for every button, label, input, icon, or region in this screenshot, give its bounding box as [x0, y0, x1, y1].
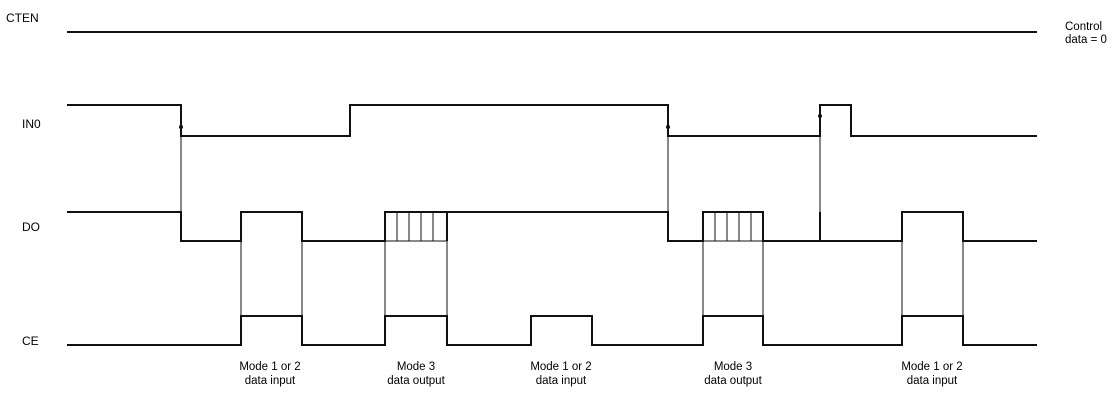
svg-text:data output: data output — [387, 375, 445, 387]
do-output-bits-2 — [702, 212, 763, 242]
mode-caption-5: Mode 1 or 2 data input — [901, 361, 962, 387]
signal-label-cten: CTEN — [6, 11, 39, 25]
edge-markers — [179, 114, 822, 129]
signal-label-ce: CE — [22, 334, 39, 348]
svg-text:data input: data input — [245, 375, 296, 387]
ce-waveform — [67, 315, 1037, 346]
in0-waveform — [67, 104, 1037, 137]
svg-text:Mode 1 or 2: Mode 1 or 2 — [530, 361, 591, 373]
svg-text:Mode 3: Mode 3 — [714, 361, 752, 373]
control-note-line2: data = 0 — [1065, 34, 1107, 46]
do-output-bits-1 — [384, 212, 447, 242]
svg-text:data input: data input — [907, 375, 958, 387]
svg-text:Mode 1 or 2: Mode 1 or 2 — [901, 361, 962, 373]
do-waveform — [67, 211, 1037, 242]
svg-text:Mode 1 or 2: Mode 1 or 2 — [239, 361, 300, 373]
mode-caption-4: Mode 3 data output — [704, 361, 762, 387]
mode-caption-2: Mode 3 data output — [387, 361, 445, 387]
signal-label-in0: IN0 — [22, 117, 41, 131]
timing-reference-lines — [180, 105, 964, 345]
svg-text:Mode 3: Mode 3 — [397, 361, 435, 373]
svg-text:data input: data input — [536, 375, 587, 387]
signal-label-do: DO — [22, 220, 40, 234]
mode-caption-3: Mode 1 or 2 data input — [530, 361, 591, 387]
svg-text:data output: data output — [704, 375, 762, 387]
mode-caption-1: Mode 1 or 2 data input — [239, 361, 300, 387]
control-note-line1: Control — [1065, 21, 1102, 33]
